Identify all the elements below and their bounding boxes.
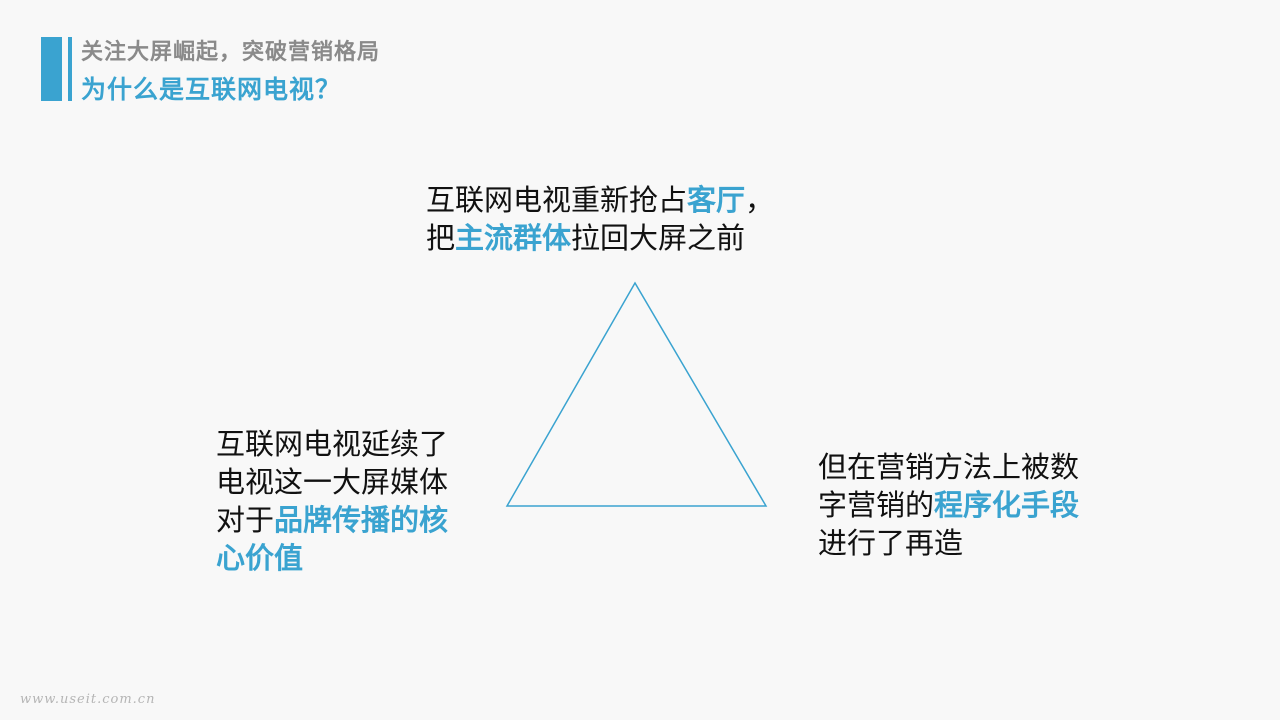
highlight-programmatic-means: 程序化手段 [934,488,1080,522]
highlight-living-room: 客厅 [687,183,746,217]
page-title: 为什么是互联网电视？ [81,75,342,104]
node-top-text: 互联网电视重新抢占客厅， 把主流群体拉回大屏之前 [426,181,774,257]
node-right-text: 但在营销方法上被数 字营销的程序化手段 进行了再造 [818,448,1079,562]
highlight-brand-communication: 品牌传播的核 [274,503,449,537]
watermark: www.useit.com.cn [20,692,156,707]
node-left-line-4: 心价值 [216,541,304,575]
node-left-line-2: 电视这一大屏媒体 [216,465,449,499]
title-accent-bar [41,37,62,101]
page-subtitle: 关注大屏崛起，突破营销格局 [81,40,381,65]
node-top-line-1: 互联网电视重新抢占客厅， [426,183,775,217]
node-left-text: 互联网电视延续了 电视这一大屏媒体 对于品牌传播的核 心价值 [216,425,448,577]
title-accent-line [68,37,72,101]
node-left-line-3: 对于品牌传播的核 [216,503,449,537]
highlight-mainstream-group: 主流群体 [455,221,572,255]
triangle-outline [505,281,768,507]
node-right-line-2: 字营销的程序化手段 [818,488,1080,522]
node-top-line-2: 把主流群体拉回大屏之前 [426,221,746,255]
node-left-line-1: 互联网电视延续了 [216,427,449,461]
node-right-line-1: 但在营销方法上被数 [818,450,1080,484]
node-right-line-3: 进行了再造 [818,526,964,560]
